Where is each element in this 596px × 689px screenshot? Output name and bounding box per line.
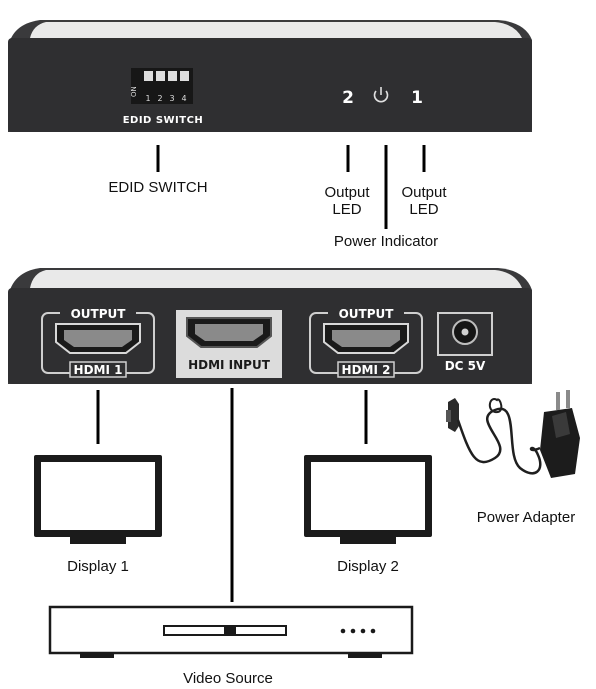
edid-switch-panel-label: EDID SWITCH bbox=[123, 115, 204, 126]
edid-switch-callout-label: EDID SWITCH bbox=[108, 179, 207, 196]
button-dot bbox=[340, 628, 346, 634]
dc-plug-icon bbox=[448, 398, 459, 432]
rear-panel: OUTPUT HDMI 1 HDMI INPUT OUTPUT HDMI 2 bbox=[8, 268, 532, 384]
hdmi-2-port-label: HDMI 2 bbox=[342, 363, 391, 377]
monitor-stand bbox=[340, 537, 396, 544]
dip-toggle-3 bbox=[168, 71, 177, 81]
dip-number-4: 4 bbox=[181, 94, 186, 103]
device-foot bbox=[80, 653, 114, 658]
hdmi-1-output-label: OUTPUT bbox=[71, 307, 127, 321]
hdmi-1-output-port: OUTPUT HDMI 1 bbox=[41, 305, 155, 378]
rear-panel-top-label-area bbox=[30, 270, 522, 288]
display-1 bbox=[34, 455, 162, 544]
front-panel-face bbox=[8, 38, 532, 132]
led-1-number: 1 bbox=[411, 88, 423, 108]
power-adapter bbox=[446, 390, 580, 478]
dip-toggle-1 bbox=[144, 71, 153, 81]
front-panel-top-label-area bbox=[30, 22, 522, 38]
hdmi-input-label: HDMI INPUT bbox=[188, 358, 271, 372]
adapter-cable bbox=[456, 407, 542, 475]
video-source-label: Video Source bbox=[183, 670, 273, 687]
power-icon bbox=[373, 87, 389, 103]
output-led-left-label-line1: Output bbox=[324, 184, 370, 201]
output-led-left-label-line2: LED bbox=[332, 201, 361, 218]
video-source bbox=[48, 605, 414, 658]
dip-number-1: 1 bbox=[145, 94, 150, 103]
monitor-stand bbox=[70, 537, 126, 544]
hdmi-1-port-label: HDMI 1 bbox=[74, 363, 123, 377]
front-callout-lines bbox=[156, 145, 426, 229]
hdmi-2-bottom-label-bg bbox=[337, 361, 395, 378]
power-adapter-label: Power Adapter bbox=[477, 509, 575, 526]
display-2 bbox=[304, 455, 432, 544]
output-led-right-label-line1: Output bbox=[401, 184, 447, 201]
hdmi-1-top-label-bg bbox=[60, 305, 136, 321]
display-2-label: Display 2 bbox=[337, 558, 399, 575]
hdmi-input-port: HDMI INPUT bbox=[176, 310, 282, 378]
wall-plug-icon bbox=[540, 408, 580, 478]
hdmi-2-output-label: OUTPUT bbox=[339, 307, 395, 321]
front-panel: ON 1 2 3 4 EDID SWITCH 2 1 bbox=[8, 20, 532, 132]
dip-number-2: 2 bbox=[157, 94, 162, 103]
rear-connection-lines bbox=[96, 388, 368, 602]
dip-number-3: 3 bbox=[169, 94, 174, 103]
dip-side-text: ON bbox=[130, 86, 138, 97]
dip-switch: ON 1 2 3 4 bbox=[130, 68, 193, 104]
button-dot bbox=[350, 628, 356, 634]
power-indicator-label: Power Indicator bbox=[334, 233, 438, 250]
dip-toggle-4 bbox=[180, 71, 189, 81]
hdmi-1-bottom-label-bg bbox=[69, 361, 127, 378]
display-1-label: Display 1 bbox=[67, 558, 129, 575]
dc-power-jack: DC 5V bbox=[437, 312, 493, 373]
led-2-number: 2 bbox=[342, 88, 354, 108]
dc-jack-frame bbox=[437, 312, 493, 356]
hdmi-2-output-port: OUTPUT HDMI 2 bbox=[309, 305, 423, 378]
device-foot bbox=[348, 653, 382, 658]
dip-toggle-2 bbox=[156, 71, 165, 81]
output-led-right-label-line2: LED bbox=[409, 201, 438, 218]
button-dot bbox=[370, 628, 376, 634]
hdmi-2-top-label-bg bbox=[328, 305, 404, 321]
button-dot bbox=[360, 628, 366, 634]
dc-5v-label: DC 5V bbox=[445, 359, 486, 373]
